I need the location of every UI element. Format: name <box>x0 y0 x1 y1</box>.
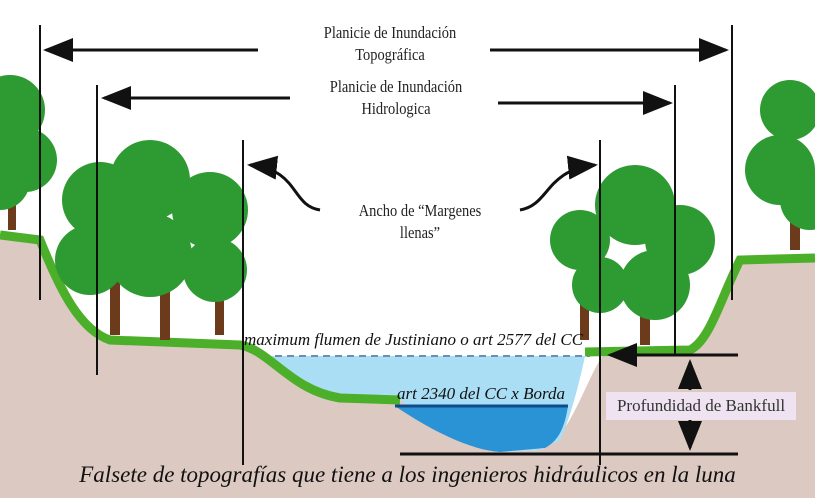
tree-icon <box>550 165 715 345</box>
hydrologic-floodplain-label: Planicie de Inundación Hidrologica <box>311 76 481 120</box>
ground-profile <box>0 235 815 498</box>
tree-icon <box>745 80 815 250</box>
art-2340-label: art 2340 del CC x Borda <box>397 384 565 403</box>
label-line: Ancho de “Margenes <box>358 201 482 220</box>
label-line: Topográfica <box>355 45 425 64</box>
label-line: Planicie de Inundación <box>323 23 457 42</box>
tree-icon <box>0 75 57 230</box>
channel-water <box>395 406 568 452</box>
tree-icon <box>55 140 248 340</box>
topographic-floodplain-label: Planicie de Inundación Topográfica <box>305 22 475 66</box>
label-line: Hidrologica <box>361 99 431 118</box>
maximum-flumen-label: maximum flumen de Justiniano o art 2577 … <box>244 330 584 349</box>
caption: Falsete de topografías que tiene a los i… <box>79 462 736 487</box>
bankfull-width-label: Ancho de “Margenes llenas” <box>335 200 505 244</box>
reference-lines <box>39 25 733 465</box>
bankfull-depth-label: Profundidad de Bankfull <box>606 392 796 420</box>
dimension-arrows <box>43 38 738 456</box>
label-line: llenas” <box>399 223 441 242</box>
grass <box>0 230 401 405</box>
label-line: Planicie de Inundación <box>329 77 463 96</box>
